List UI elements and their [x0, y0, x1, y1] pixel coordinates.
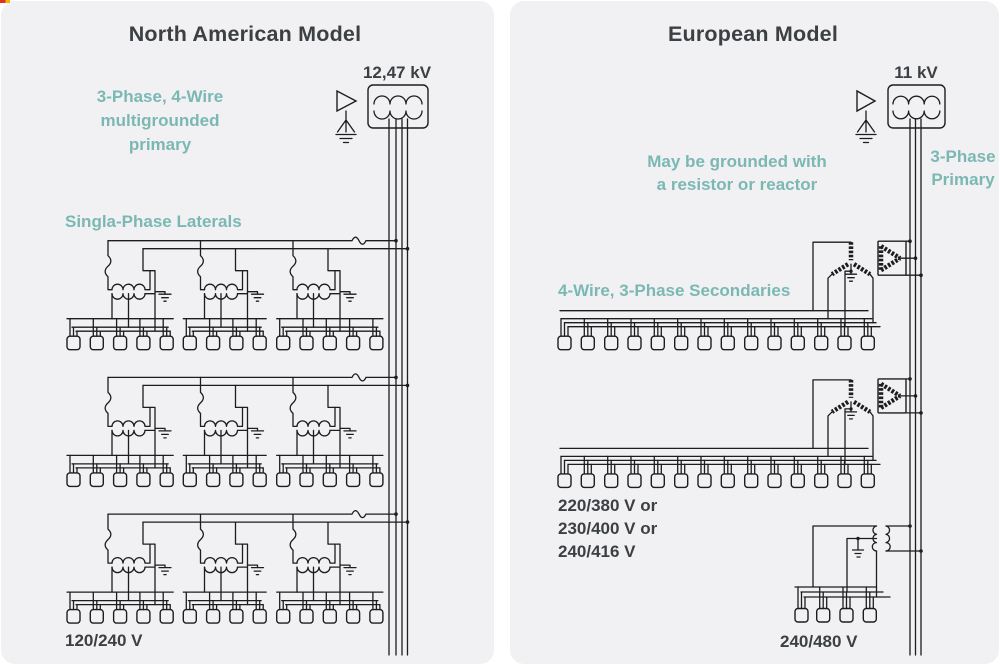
eu-primary-label-line2: Primary — [931, 170, 995, 189]
eu-grounding-label-line2: a resistor or reactor — [657, 175, 818, 194]
na-primary-label-line3: primary — [129, 135, 192, 154]
eu-single-phase-transformer — [794, 524, 923, 623]
eu-secondaries-label: 4-Wire, 3-Phase Secondaries — [558, 281, 790, 300]
na-lateral-row-2 — [67, 374, 409, 487]
ground-icon — [855, 110, 877, 144]
eu-single-phase-voltage-label: 240/480 V — [780, 632, 858, 651]
na-primary-label-line2: multigrounded — [101, 111, 220, 130]
na-substation-voltage-label: 12,47 kV — [363, 63, 432, 82]
ground-icon — [851, 537, 865, 558]
eu-grounding-label-line1: May be grounded with — [647, 152, 826, 171]
eu-primary-label-line1: 3-Phase — [930, 147, 995, 166]
eu-secondary-cluster-2 — [558, 377, 923, 487]
na-lateral-row-1 — [67, 237, 409, 350]
eu-substation-voltage-label: 11 kV — [894, 63, 938, 82]
na-primary-feeder-lines — [388, 118, 409, 656]
eu-secondary-voltage-line2: 230/400 V or — [558, 519, 658, 538]
na-secondary-voltage-label: 120/240 V — [65, 631, 143, 650]
na-panel-title: North American Model — [129, 22, 362, 46]
eu-primary-feeder-lines — [909, 118, 922, 656]
eu-panel-title: European Model — [668, 22, 838, 46]
eu-secondary-voltage-line3: 240/416 V — [558, 542, 636, 561]
delta-winding-icon — [856, 89, 877, 113]
na-laterals-label: Singla-Phase Laterals — [65, 212, 242, 231]
delta-winding-icon — [336, 89, 358, 113]
screen-artifact — [0, 0, 10, 3]
eu-secondary-voltage-line1: 220/380 V or — [558, 496, 658, 515]
eu-substation-transformer — [855, 84, 946, 144]
na-primary-label-line1: 3-Phase, 4-Wire — [97, 87, 223, 106]
ground-icon — [335, 110, 357, 144]
na-substation-transformer — [335, 84, 429, 144]
na-lateral-row-3 — [67, 511, 409, 624]
